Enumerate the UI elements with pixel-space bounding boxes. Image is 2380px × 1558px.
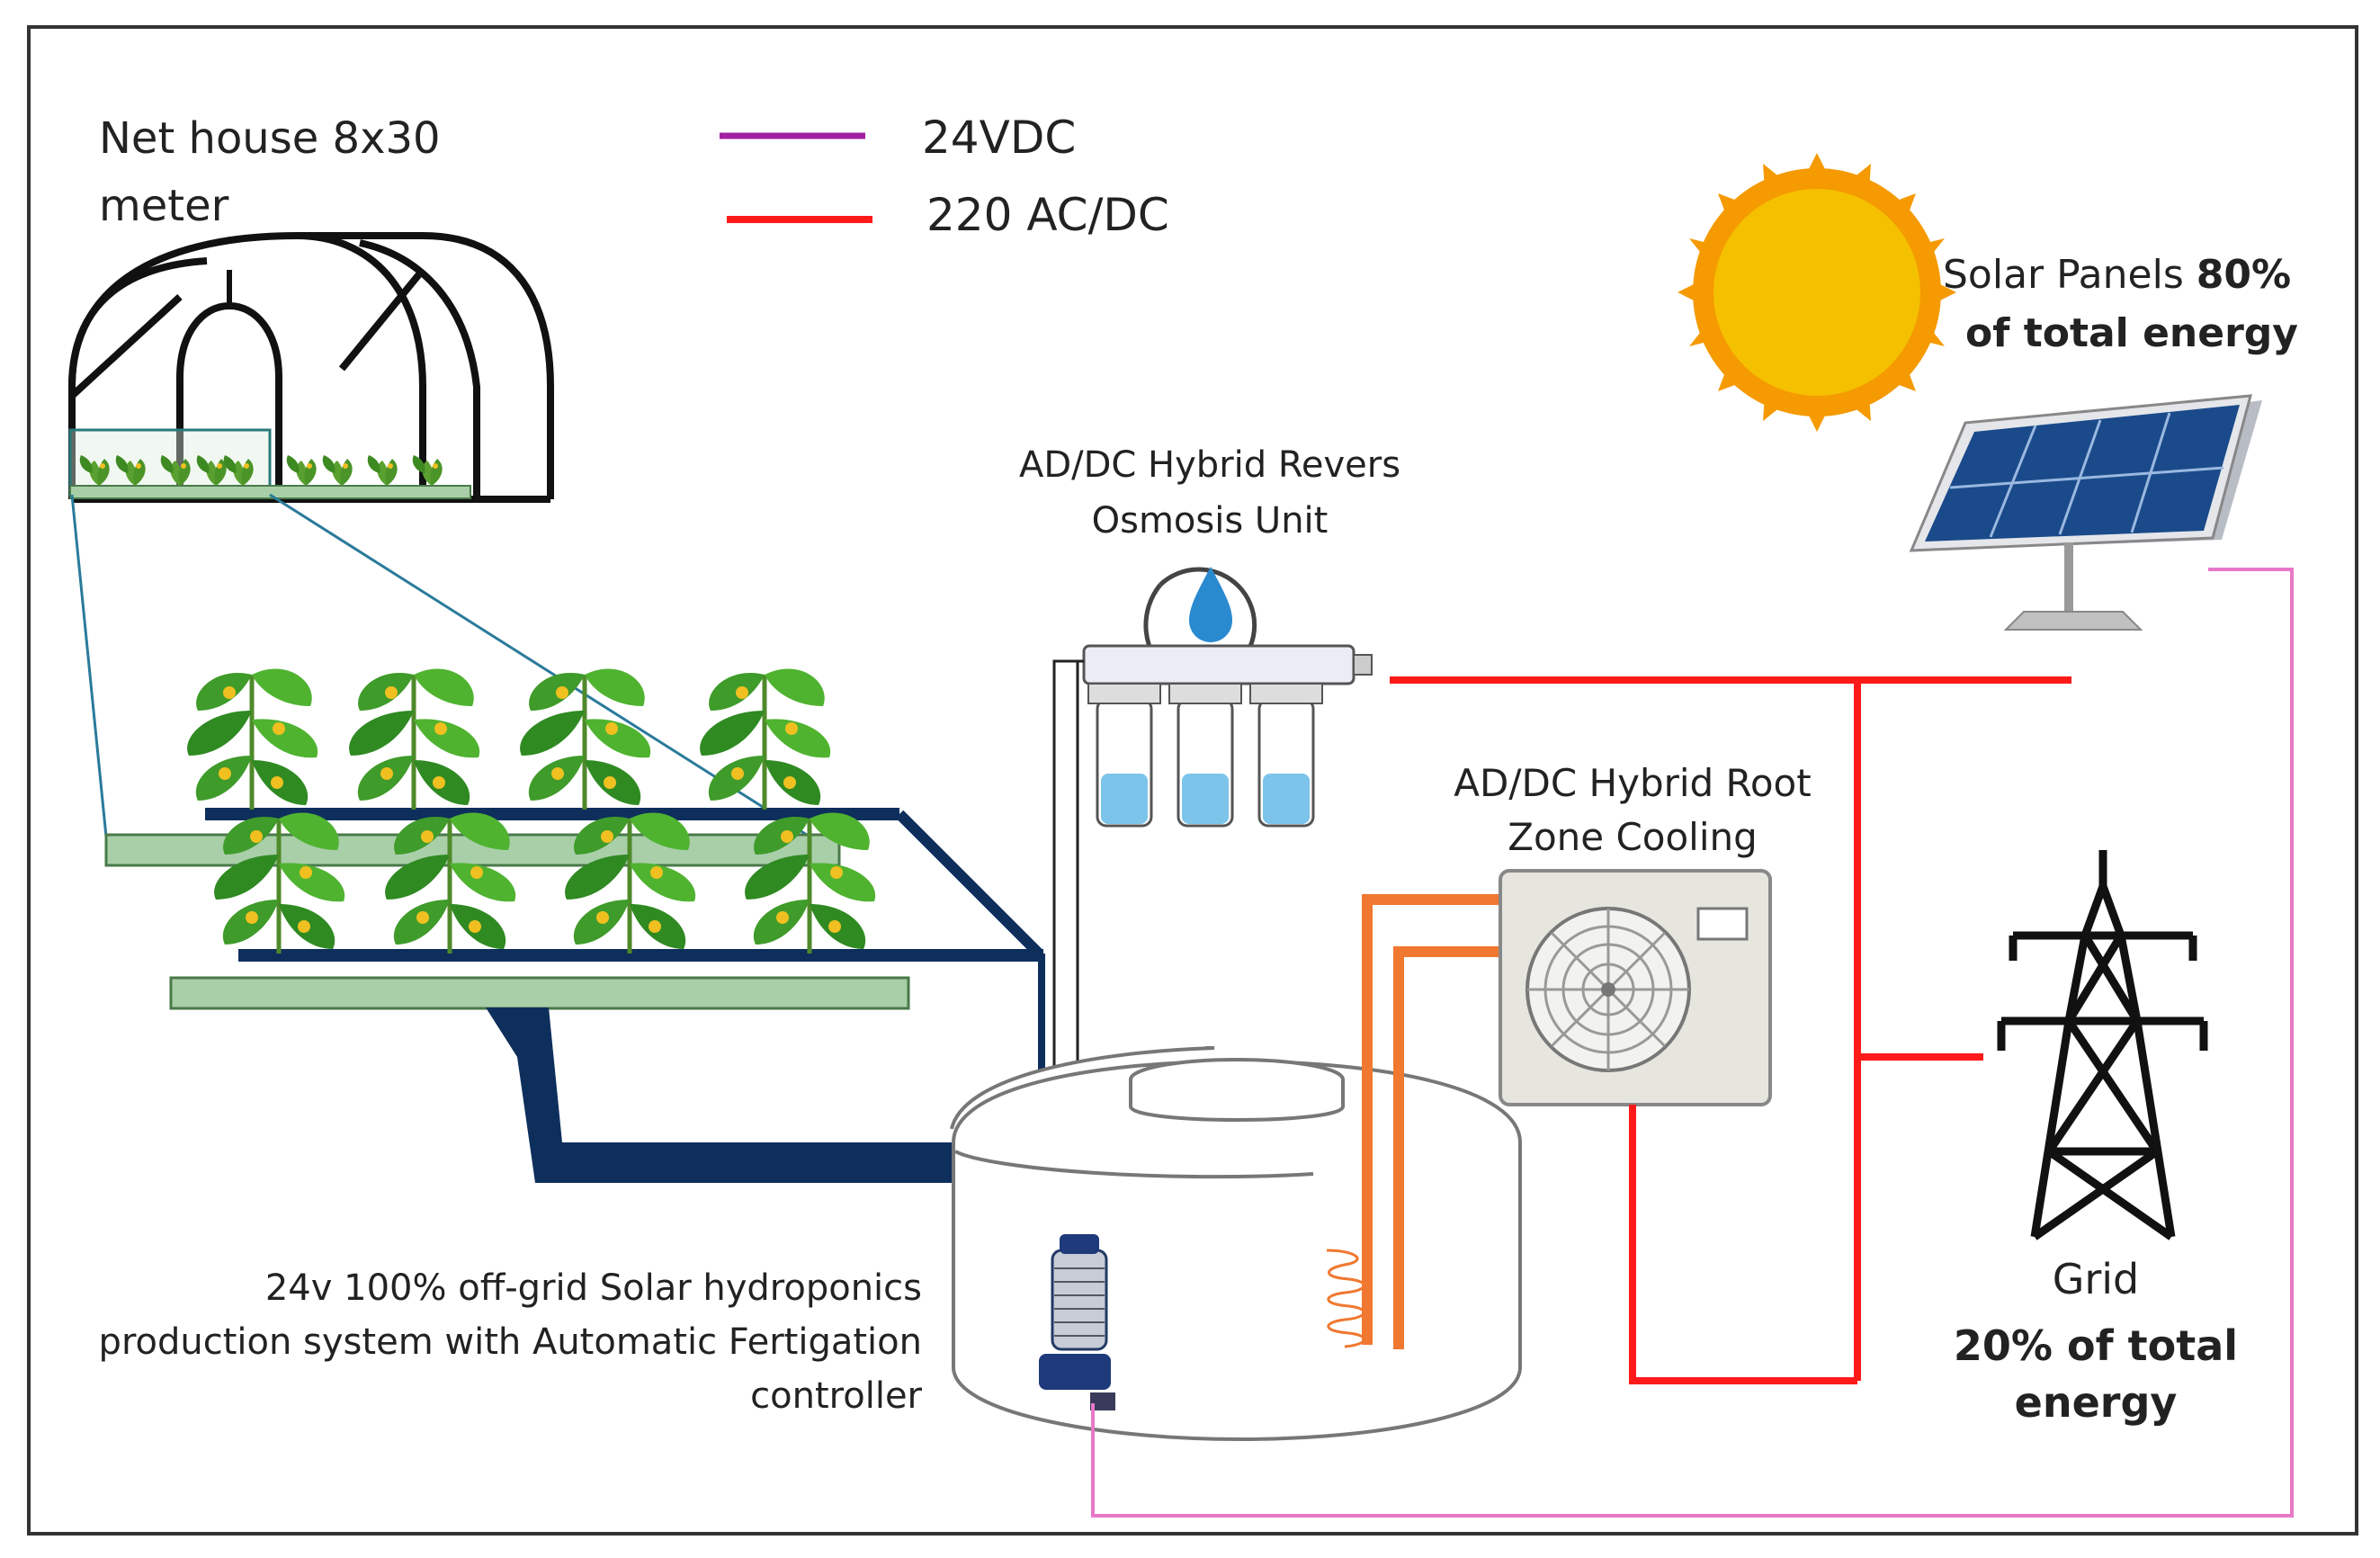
water-drop-icon	[1189, 567, 1232, 642]
cooling-label-line2: Zone Cooling	[1508, 815, 1758, 859]
legend-24vdc-label: 24VDC	[922, 112, 1076, 164]
solar-label-line1: Solar Panels 80%	[1943, 252, 2291, 298]
grid-label-line2: energy	[2015, 1378, 2178, 1427]
solar-label-line2: of total energy	[1965, 310, 2298, 356]
ro-label-line2: Osmosis Unit	[1092, 500, 1329, 542]
system-label-line1: 24v 100% off-grid Solar hydroponics	[265, 1267, 922, 1309]
legend: 24VDC 220 AC/DC	[720, 112, 1169, 241]
transmission-tower-icon	[1997, 850, 2208, 1240]
system-label-line3: controller	[750, 1375, 922, 1417]
solar-panel-icon	[1909, 394, 2262, 631]
system-label-line2: production system with Automatic Fertiga…	[99, 1321, 922, 1363]
submersible-pump-icon	[1039, 1234, 1115, 1410]
grid-title: Grid	[2053, 1255, 2140, 1303]
cooling-pipes	[1362, 894, 1502, 1349]
cooling-coil-icon	[1326, 1249, 1365, 1348]
grid-label-line1: 20% of total	[1954, 1321, 2238, 1370]
nutrient-tank	[950, 1046, 1522, 1442]
hydroponic-rows	[104, 668, 1043, 1010]
dc-24v-wiring	[1091, 568, 2294, 1518]
ro-unit-icon	[1082, 567, 1373, 828]
sun-icon	[1678, 153, 1956, 432]
cooling-unit-icon	[1499, 869, 1772, 1106]
ac-dc-220-wiring	[1390, 676, 2071, 1384]
cooling-label-line1: AD/DC Hybrid Root	[1454, 761, 1811, 805]
net-house-label-line2: meter	[99, 181, 229, 231]
net-house-label-line1: Net house 8x30	[99, 113, 441, 164]
zoom-line-left	[70, 494, 108, 837]
drain-pipe	[486, 1007, 998, 1183]
net-house-bed	[69, 485, 471, 499]
ro-label-line1: AD/DC Hybrid Revers	[1019, 444, 1400, 486]
figure-border	[27, 25, 2358, 1536]
legend-220-label: 220 AC/DC	[926, 189, 1169, 241]
